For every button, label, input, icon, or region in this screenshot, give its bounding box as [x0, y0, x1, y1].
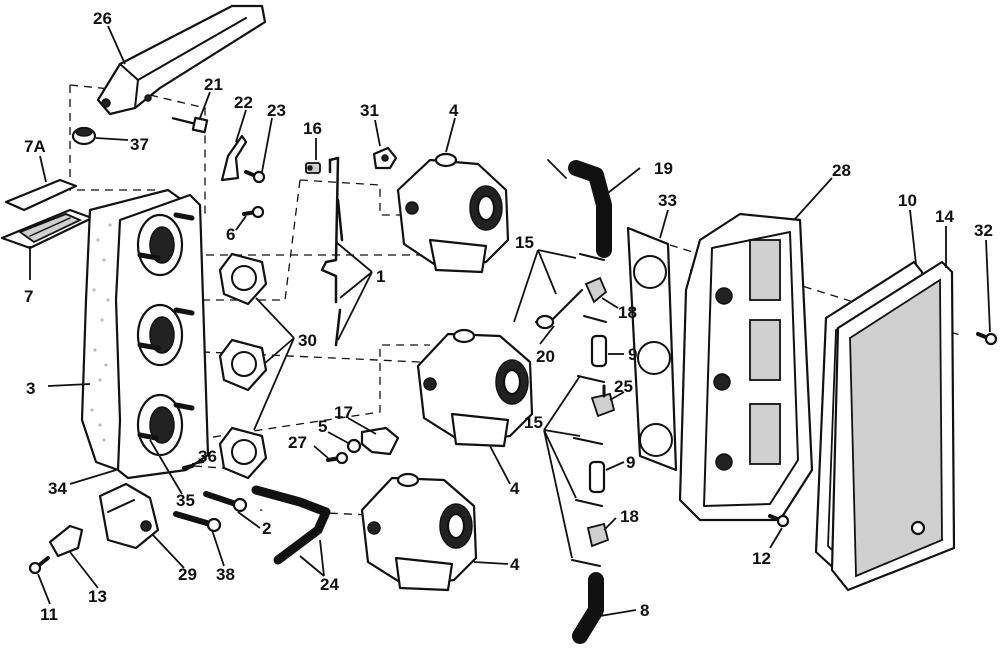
carburetor-lower-part [360, 472, 478, 592]
callout-20: 20 [536, 347, 555, 366]
callout-16: 16 [303, 119, 322, 138]
screw-part [244, 170, 266, 184]
callout-32: 32 [974, 221, 993, 240]
callout-2: 2 [262, 519, 271, 538]
reed-plate-part [0, 178, 94, 250]
callout-12: 12 [752, 549, 771, 568]
linkage-rods-part [320, 156, 344, 347]
callout-18-upper: 18 [618, 303, 637, 322]
callout-35: 35 [176, 491, 195, 510]
callout-28: 28 [832, 161, 851, 180]
callout-37: 37 [130, 135, 149, 154]
callout-4-middle: 4 [510, 479, 520, 498]
carburetor-middle-part [416, 328, 534, 448]
callout-9-upper: 9 [628, 345, 637, 364]
fitting-part-18a [584, 276, 608, 304]
bolt-part [171, 116, 209, 134]
callout-34: 34 [48, 479, 67, 498]
callout-21: 21 [204, 75, 223, 94]
callout-8: 8 [640, 601, 649, 620]
callout-15-lower: 15 [524, 413, 543, 432]
cover-part [830, 260, 956, 592]
callout-19: 19 [654, 159, 673, 178]
screw-part-11 [28, 556, 50, 575]
fitting-part-25 [590, 384, 616, 418]
callout-6: 6 [226, 225, 235, 244]
callout-14: 14 [935, 207, 954, 226]
callout-36: 36 [198, 447, 217, 466]
screw-part-32 [976, 332, 998, 346]
callout-30: 30 [298, 331, 317, 350]
callout-11: 11 [40, 605, 58, 624]
screw-part-27 [326, 451, 349, 465]
callout-26: 26 [93, 9, 112, 28]
clip-part [48, 524, 84, 558]
screw-part-6 [242, 205, 265, 219]
nut-part [372, 146, 398, 170]
screw-part-36 [182, 464, 194, 470]
callout-29: 29 [178, 565, 197, 584]
callout-7: 7 [24, 287, 33, 306]
callout-10: 10 [898, 191, 917, 210]
callout-3: 3 [26, 379, 35, 398]
leader-lines [29, 25, 991, 617]
callout-4-upper: 4 [449, 101, 459, 120]
manifold-gasket-part [626, 226, 678, 472]
callout-31: 31 [360, 101, 379, 120]
bolt-part-2 [203, 491, 248, 513]
hose-inner-24 [251, 485, 331, 565]
hose-part-8 [572, 572, 604, 644]
washer-part [346, 438, 362, 454]
callout-33: 33 [658, 191, 677, 210]
callout-25: 25 [614, 377, 633, 396]
intake-manifold-part [678, 212, 814, 522]
callout-24: 24 [320, 575, 339, 594]
bolt-part-38 [173, 511, 222, 533]
callout-22: 22 [234, 93, 253, 112]
linkage-bracket-part [360, 426, 400, 456]
callout-5: 5 [318, 417, 327, 436]
carburetor-upper-part [396, 152, 510, 274]
screw-part-12 [768, 514, 790, 528]
callout-18-lower: 18 [620, 507, 639, 526]
callout-labels: 26 21 22 23 16 31 4 19 33 28 10 14 32 7A… [24, 9, 993, 624]
adapter-plate-part [80, 188, 210, 480]
callout-7A: 7A [24, 137, 46, 156]
callout-4-lower: 4 [510, 555, 520, 574]
fitting-part-18b [586, 522, 610, 548]
hose-clamps-part [571, 253, 607, 567]
callout-23: 23 [267, 101, 286, 120]
hose-part-9a [590, 334, 608, 368]
hose-part-19 [547, 159, 612, 258]
throttle-bracket-part [98, 482, 160, 550]
hose-part-9b [588, 460, 606, 494]
gaskets-part [218, 252, 268, 480]
callout-1: 1 [376, 267, 385, 286]
callout-38: 38 [216, 565, 235, 584]
cover-bracket-part [96, 4, 267, 116]
hose-part-20 [534, 288, 584, 330]
small-bracket-part [220, 134, 248, 182]
callout-15-upper: 15 [515, 233, 534, 252]
callout-9-lower: 9 [626, 453, 635, 472]
callout-27: 27 [288, 433, 307, 452]
callout-17: 17 [334, 403, 353, 422]
grommet-part [71, 126, 97, 146]
callout-13: 13 [88, 587, 107, 606]
fitting-part [305, 162, 321, 174]
